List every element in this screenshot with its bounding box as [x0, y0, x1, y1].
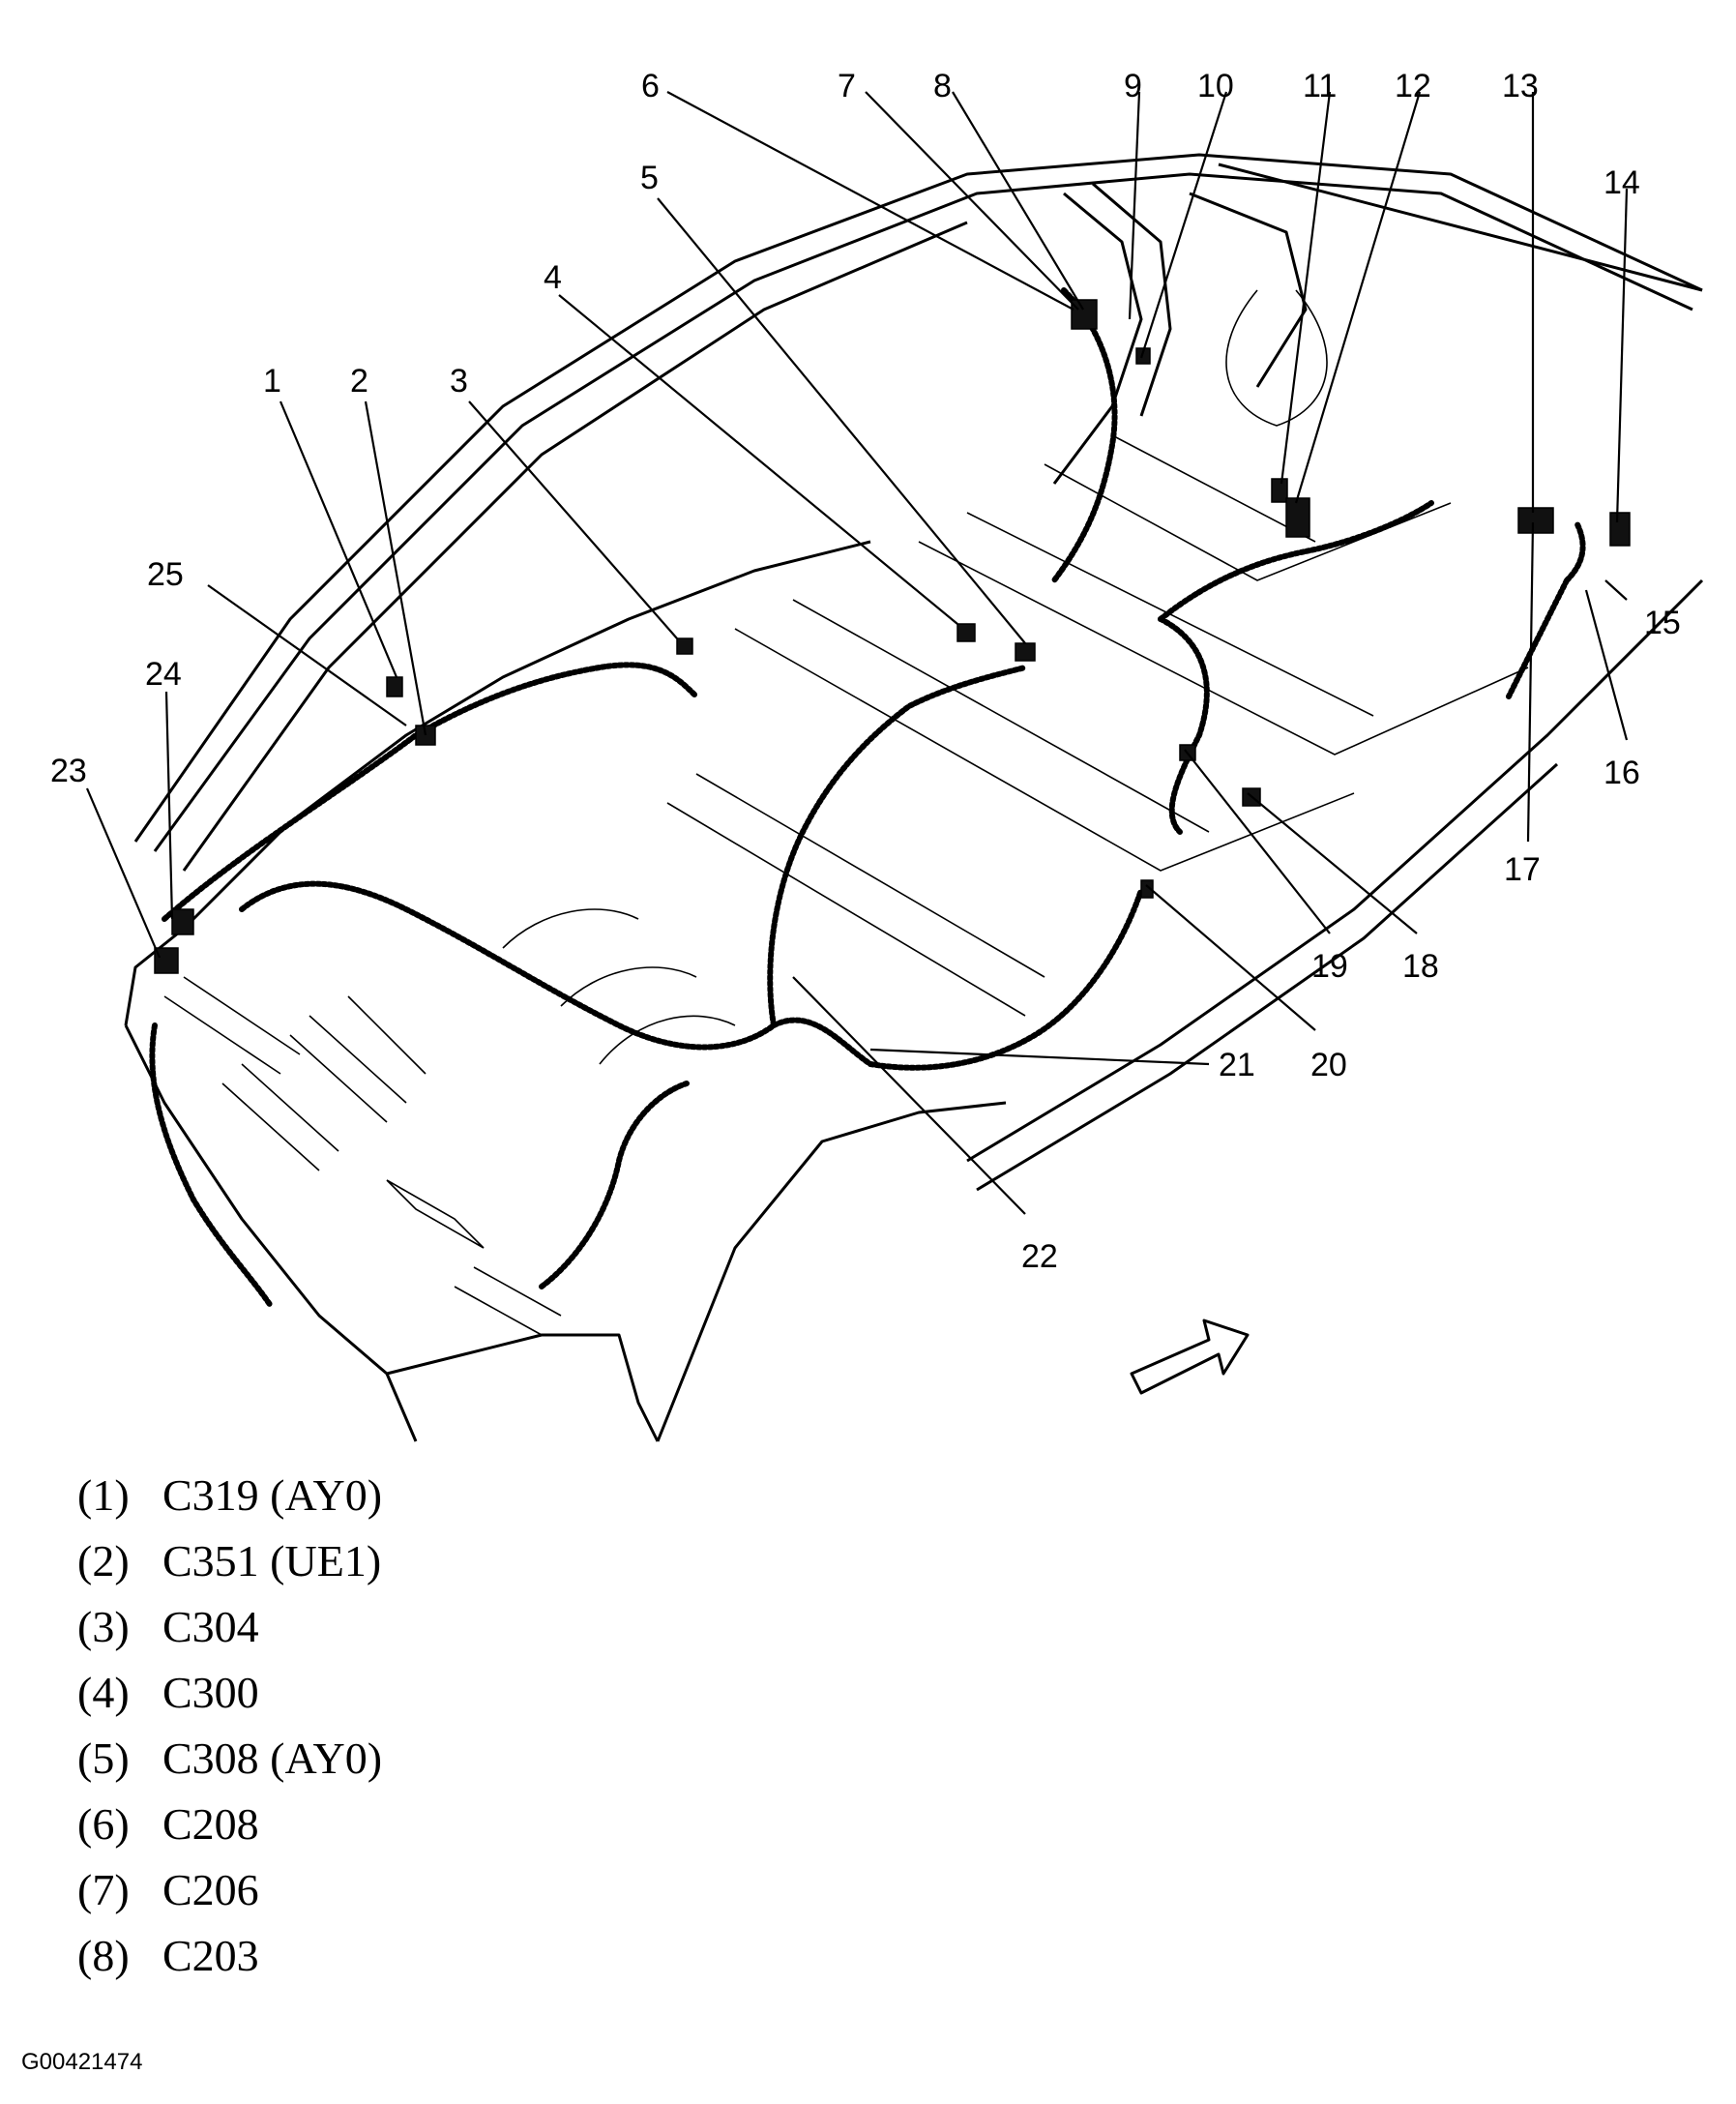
legend-label: C351 (UE1) — [162, 1536, 382, 1585]
connector-legend: (1) C319 (AY0) (2) C351 (UE1) (3) C304 (4) C… — [77, 1463, 382, 1989]
legend-number: (4) — [77, 1668, 130, 1717]
callout-14: 14 — [1604, 164, 1640, 201]
callout-17: 17 — [1504, 851, 1541, 888]
callout-19: 19 — [1311, 948, 1348, 985]
callout-16: 16 — [1604, 755, 1640, 791]
callout-11: 11 — [1303, 68, 1337, 104]
callout-5: 5 — [640, 160, 659, 196]
callout-18: 18 — [1402, 948, 1439, 985]
figure-id: G00421474 — [21, 2049, 143, 2075]
callout-numbers: 1 2 3 4 5 6 7 8 9 10 11 12 13 14 15 16 1… — [50, 68, 1681, 1275]
callout-8: 8 — [933, 68, 952, 104]
legend-number: (8) — [77, 1931, 130, 1980]
connectors — [154, 299, 1631, 974]
callout-24: 24 — [145, 656, 182, 693]
legend-number: (2) — [77, 1536, 130, 1585]
callout-20: 20 — [1310, 1047, 1347, 1083]
legend-label: C319 (AY0) — [162, 1470, 383, 1520]
legend-item: (7) C206 — [77, 1857, 382, 1923]
legend-label: C300 — [162, 1668, 259, 1717]
legend-item: (8) C203 — [77, 1923, 382, 1989]
callout-9: 9 — [1124, 68, 1142, 104]
callout-4: 4 — [544, 259, 562, 296]
legend-number: (6) — [77, 1799, 130, 1849]
callout-13: 13 — [1502, 68, 1539, 104]
callout-21: 21 — [1219, 1047, 1255, 1083]
legend-item: (5) C308 (AY0) — [77, 1726, 382, 1792]
callout-7: 7 — [838, 68, 856, 104]
legend-label: C304 — [162, 1602, 259, 1651]
vehicle-body-outline — [124, 153, 1704, 1442]
legend-item: (3) C304 — [77, 1594, 382, 1660]
wiring-harness — [149, 287, 1586, 1309]
legend-number: (1) — [77, 1470, 130, 1520]
callout-6: 6 — [641, 68, 660, 104]
callout-leaders — [85, 91, 1629, 1215]
callout-12: 12 — [1395, 68, 1431, 104]
legend-label: C203 — [162, 1931, 259, 1980]
legend-label: C308 (AY0) — [162, 1734, 383, 1783]
legend-number: (3) — [77, 1602, 130, 1651]
callout-23: 23 — [50, 753, 87, 789]
legend-item: (2) C351 (UE1) — [77, 1528, 382, 1594]
legend-label: C206 — [162, 1865, 259, 1914]
callout-1: 1 — [263, 363, 281, 400]
vehicle-underbody-diagram: 1 2 3 4 5 6 7 8 9 10 11 12 13 14 15 16 1… — [50, 68, 1704, 1442]
legend-item: (4) C300 — [77, 1660, 382, 1726]
legend-item: (6) C208 — [77, 1792, 382, 1857]
callout-25: 25 — [147, 556, 184, 593]
legend-number: (5) — [77, 1734, 130, 1783]
callout-22: 22 — [1021, 1238, 1058, 1275]
callout-3: 3 — [450, 363, 468, 400]
legend-item: (1) C319 (AY0) — [77, 1463, 382, 1528]
callout-2: 2 — [350, 363, 368, 400]
legend-label: C208 — [162, 1799, 259, 1849]
callout-15: 15 — [1644, 605, 1681, 641]
callout-10: 10 — [1197, 68, 1234, 104]
legend-number: (7) — [77, 1865, 130, 1914]
